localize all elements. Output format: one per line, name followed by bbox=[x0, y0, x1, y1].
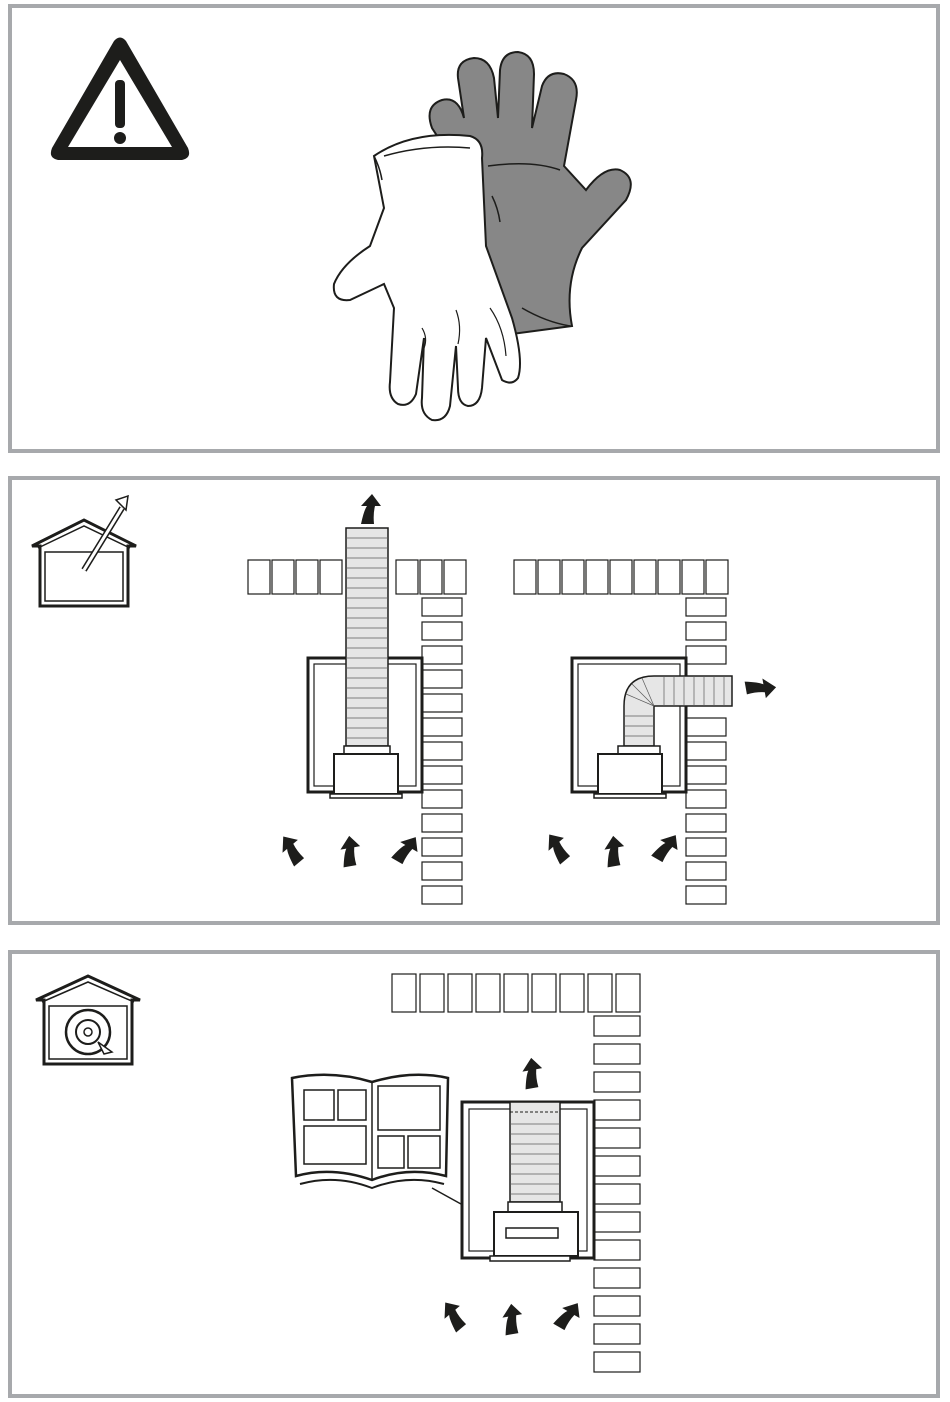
filter-slot bbox=[506, 1228, 558, 1238]
warning-triangle-icon bbox=[51, 38, 189, 161]
airflow-arrow-icon bbox=[553, 1298, 585, 1334]
ceiling-wall bbox=[392, 974, 640, 1012]
recirculation-illustration bbox=[12, 954, 936, 1394]
filter-chimney bbox=[510, 1102, 560, 1202]
side-wall bbox=[422, 598, 462, 904]
airflow-arrow-icon bbox=[338, 834, 363, 867]
house-exhaust-icon bbox=[32, 496, 136, 606]
house-recirculation-icon bbox=[36, 976, 140, 1064]
airflow-arrow-icon bbox=[500, 1302, 525, 1335]
safety-panel bbox=[8, 4, 940, 453]
ceiling-exhaust-diagram bbox=[248, 494, 466, 904]
airflow-arrow-icon bbox=[651, 830, 683, 866]
recirculation-hood-diagram bbox=[462, 1102, 594, 1261]
airflow-arrow-icon bbox=[541, 829, 576, 865]
recirculation-panel bbox=[8, 950, 940, 1398]
ceiling-wall bbox=[514, 560, 728, 594]
extraction-panel bbox=[8, 476, 940, 925]
extraction-illustration bbox=[12, 480, 936, 921]
vertical-duct bbox=[346, 528, 388, 746]
safety-illustration bbox=[12, 8, 936, 449]
exhaust-arrow-icon bbox=[361, 494, 381, 524]
airflow-arrow-icon bbox=[437, 1297, 472, 1333]
side-wall bbox=[686, 598, 726, 904]
exhaust-arrow-icon bbox=[745, 676, 778, 701]
wall-exhaust-diagram bbox=[514, 560, 778, 904]
airflow-arrow-icon bbox=[391, 832, 423, 868]
airflow-arrow-icon bbox=[602, 834, 627, 867]
airflow-arrow-icon bbox=[275, 831, 310, 867]
recirculation-arrow-icon bbox=[520, 1056, 545, 1089]
side-wall bbox=[594, 1016, 640, 1372]
